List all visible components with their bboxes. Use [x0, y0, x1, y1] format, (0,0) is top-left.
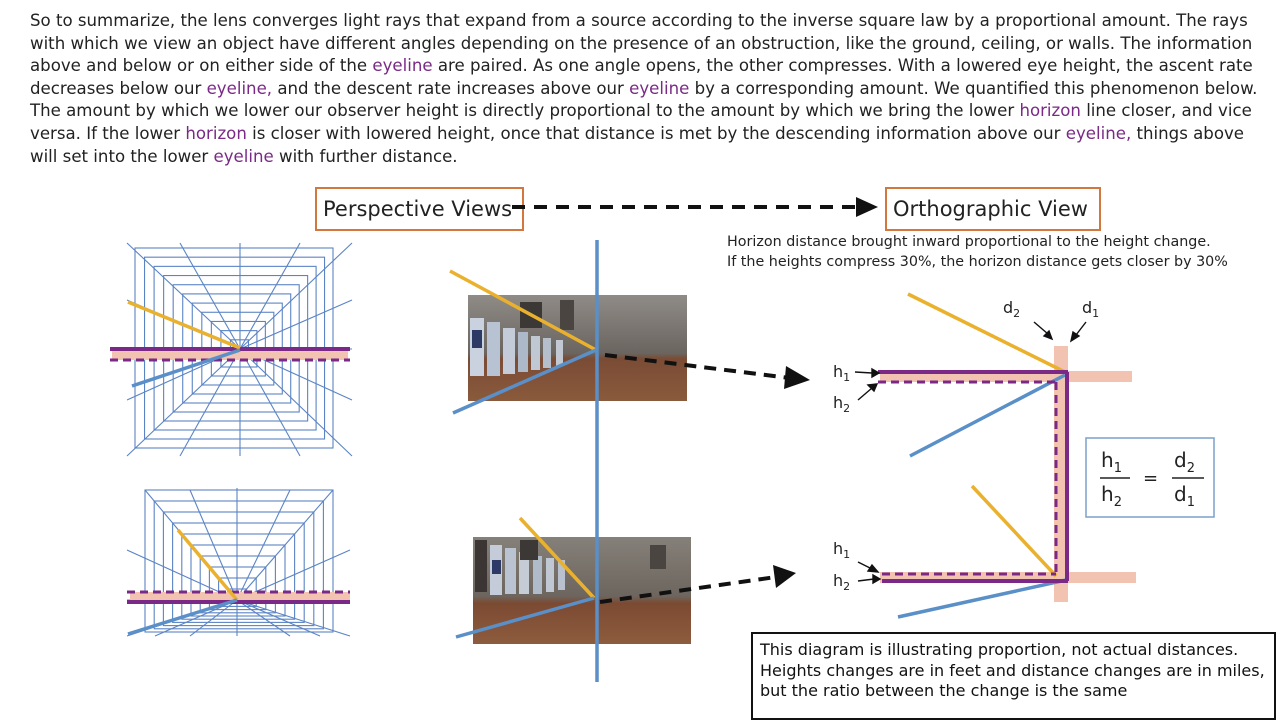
intro-text: are paired. As one angle opens, the othe… — [30, 56, 1253, 98]
highlighted-term: eyeline — [629, 78, 690, 98]
grid-ray — [126, 242, 241, 350]
grid-ray — [236, 599, 291, 637]
photo-to-ortho-arrows — [599, 353, 810, 604]
grid-ring — [208, 566, 267, 611]
formula-h1: h1 — [1101, 448, 1122, 476]
ortho-diagram — [878, 292, 1136, 619]
photo-bottom — [473, 537, 691, 644]
annotation-labels: h1 h2 h1 h2 d2 d1 — [833, 298, 1099, 593]
highlighted-term: eyeline — [372, 56, 433, 76]
views-arrow — [512, 197, 878, 217]
disclaimer-box: This diagram is illustrating proportion,… — [751, 632, 1276, 720]
perspective-views-label: Perspective Views — [315, 187, 524, 231]
grid-ring — [181, 533, 296, 620]
grid-ring — [162, 511, 315, 627]
grid-ray — [179, 242, 241, 350]
grid-ray — [236, 599, 321, 637]
grid-ray — [239, 348, 353, 457]
label-h1-bottom: h1 — [833, 539, 850, 561]
formula-d1: d1 — [1174, 482, 1195, 510]
intro-text: with further distance. — [273, 146, 458, 166]
formula-h2: h2 — [1101, 482, 1122, 510]
grid-ray — [126, 348, 241, 457]
bottom-grid-eyeline — [127, 528, 350, 636]
formula-equals: = — [1143, 468, 1158, 489]
grid-ring — [172, 522, 305, 623]
grid-ray — [179, 348, 241, 457]
perspective-grid-bottom — [126, 488, 351, 637]
grid-ray — [189, 599, 238, 637]
photo-rays — [449, 240, 599, 682]
intro-text: things above will set into the lower — [30, 123, 1245, 166]
top-grid-eyeline — [110, 300, 350, 388]
highlighted-term: eyeline, — [1065, 123, 1132, 143]
grid-ring — [144, 489, 334, 633]
intro-text: and the descent rate increases above our — [272, 78, 630, 98]
highlighted-term: horizon — [1019, 101, 1081, 121]
grid-ray — [236, 599, 351, 637]
horizon-note-line-1: Horizon distance brought inward proporti… — [727, 234, 1211, 250]
intro-text: by a corresponding amount. We quantified… — [30, 78, 1258, 121]
orthographic-view-label: Orthographic View — [885, 187, 1101, 231]
label-h1-top: h1 — [833, 362, 850, 384]
intro-text: So to summarize, the lens converges ligh… — [30, 11, 1253, 76]
grid-ray — [236, 549, 351, 601]
grid-ray — [239, 242, 353, 350]
grid-ring — [153, 500, 324, 630]
annotation-pointers — [854, 321, 1087, 585]
ratio-formula: h1 h2 = d2 d1 — [1085, 437, 1215, 518]
intro-paragraph: So to summarize, the lens converges ligh… — [30, 10, 1270, 168]
label-d2: d2 — [1003, 298, 1020, 320]
intro-text: is closer with lowered height, once that… — [246, 123, 1066, 143]
grid-ray — [236, 489, 334, 601]
label-h2-top: h2 — [833, 393, 850, 415]
intro-text: line closer, and vice versa. If the lowe… — [30, 101, 1252, 143]
formula-d2: d2 — [1174, 448, 1195, 476]
grid-ring — [199, 555, 276, 614]
horizon-note-line-2: If the heights compress 30%, the horizon… — [727, 254, 1228, 270]
label-d1: d1 — [1082, 298, 1099, 320]
highlighted-term: eyeline — [213, 146, 274, 166]
grid-ray — [239, 299, 353, 350]
grid-ray — [239, 348, 301, 457]
highlighted-term: horizon — [185, 123, 247, 143]
horizon-note: Horizon distance brought inward proporti… — [727, 232, 1272, 272]
grid-ray — [189, 489, 238, 601]
grid-ray — [239, 242, 301, 350]
highlighted-term: eyeline, — [206, 78, 273, 98]
label-h2-bottom: h2 — [833, 571, 850, 593]
grid-ray — [236, 489, 291, 601]
photo-top — [468, 295, 687, 401]
grid-ring — [190, 544, 286, 617]
